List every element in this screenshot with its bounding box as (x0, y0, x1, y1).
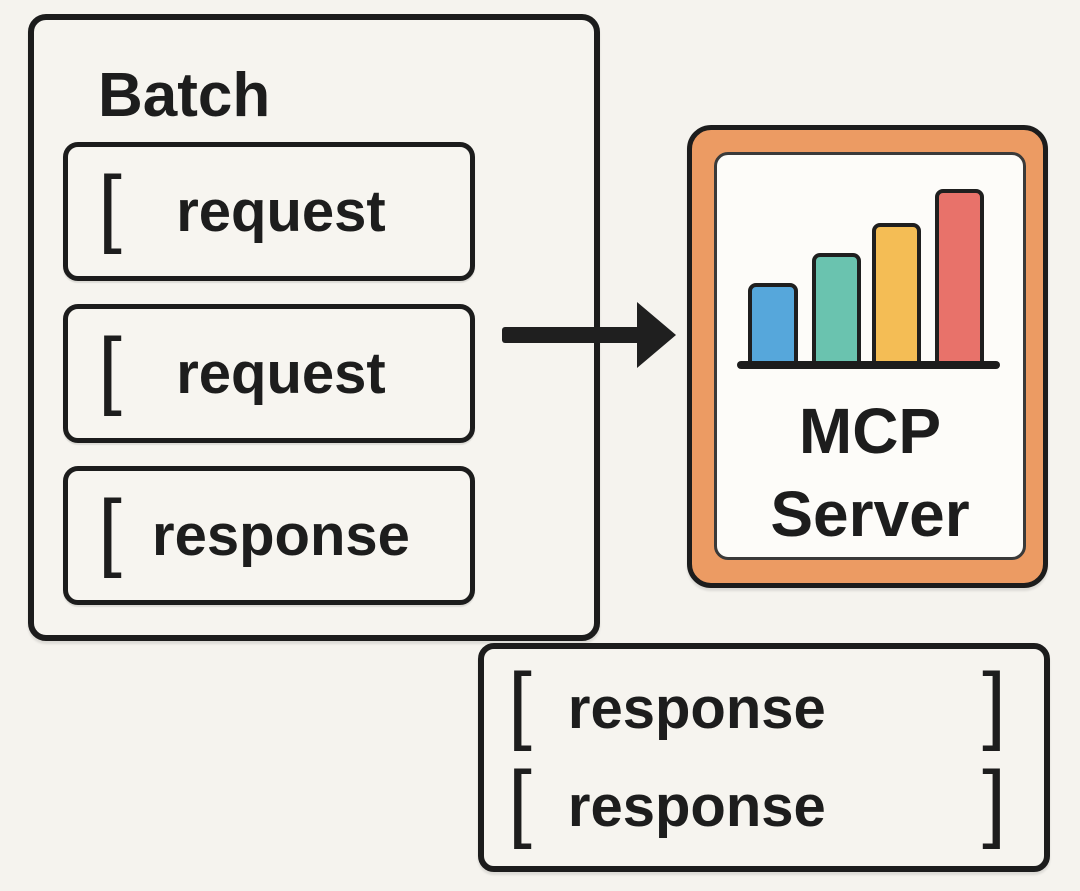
arrow-shaft (502, 327, 642, 343)
bar-chart-bar-2 (812, 253, 861, 367)
batch-item-request-1: [ request (63, 142, 475, 281)
mcp-server-label-line1: MCP (798, 395, 942, 467)
mcp-server-label: MCP Server (714, 390, 1026, 556)
bar-chart-baseline (737, 361, 1000, 369)
batch-item-response: [ response (63, 466, 475, 605)
open-bracket: [ (98, 482, 122, 579)
open-bracket: [ (98, 320, 122, 417)
bar-chart-bar-4 (935, 189, 984, 367)
arrow-head (637, 302, 676, 368)
batch-title: Batch (98, 61, 271, 130)
open-bracket: [ (508, 753, 532, 850)
bar-chart-bar-3 (872, 223, 921, 367)
open-bracket: [ (508, 655, 532, 752)
batch-item-request-2: [ request (63, 304, 475, 443)
response-row-1: [ response ] (508, 661, 1006, 753)
batch-item-label: request (176, 341, 386, 406)
batch-item-label: response (152, 503, 410, 568)
bar-chart-icon (737, 181, 1000, 369)
close-bracket: ] (982, 753, 1006, 850)
open-bracket: [ (98, 158, 122, 255)
bar-chart-bar-1 (748, 283, 798, 367)
mcp-server-label-line2: Server (770, 478, 970, 550)
close-bracket: ] (982, 655, 1006, 752)
responses-container: [ response ] [ response ] (478, 643, 1050, 872)
batch-item-label: request (176, 179, 386, 244)
response-label: response (567, 774, 826, 839)
response-row-2: [ response ] (508, 759, 1006, 851)
response-label: response (567, 676, 826, 741)
